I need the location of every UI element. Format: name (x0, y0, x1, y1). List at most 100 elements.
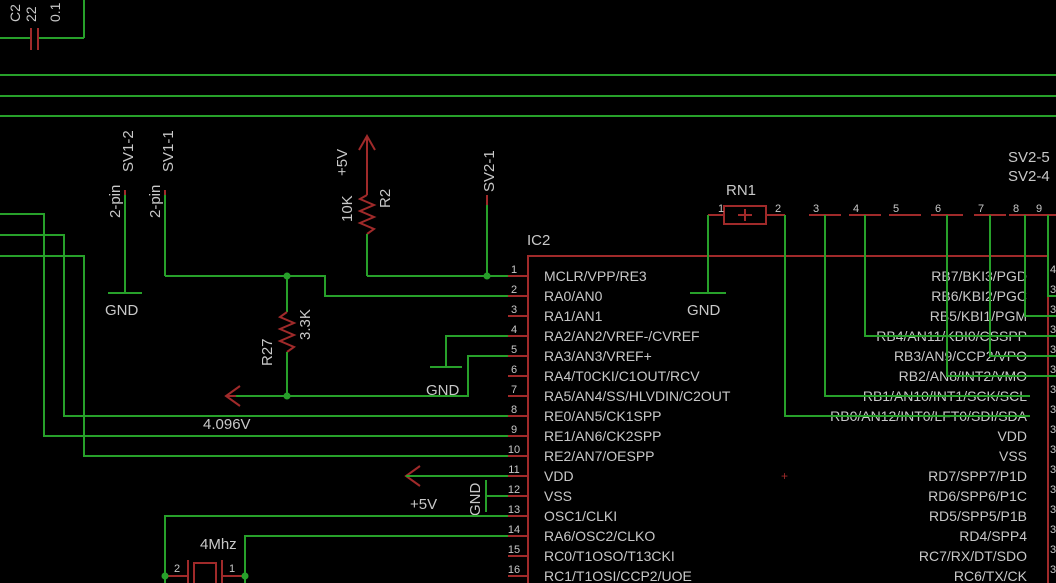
ic-left-pin-label: RC1/T1OSI/CCP2/UOE (544, 568, 692, 583)
ic-left-pin-number: 1 (511, 264, 517, 276)
rn1-to-portb-wires[interactable] (784, 215, 1056, 417)
rn1-pin[interactable]: 6 (931, 203, 963, 216)
wire-osc1[interactable] (164, 515, 508, 583)
resistor-r2[interactable]: +5V 10K R2 (334, 133, 394, 276)
rn1-pin[interactable]: 3 (809, 203, 841, 216)
rn1-pin[interactable]: 1 (708, 203, 724, 216)
wire-pin4-gnd[interactable] (445, 335, 508, 366)
ic-body[interactable] (527, 255, 1049, 583)
ic-left-pin-number: 4 (511, 324, 517, 336)
sv2-5-label: SV2-5 (1008, 149, 1050, 166)
vplus-label: +5V (410, 496, 437, 513)
crystal-value: 4Mhz (200, 536, 237, 553)
ic-right-pin-number: 3 (1050, 464, 1056, 476)
connector-sv1-2[interactable]: 2-pin SV1-2 (107, 130, 137, 292)
rn1-pin-number: 6 (935, 203, 941, 215)
gnd-label-pin4: GND (426, 382, 460, 399)
ic-left-pin-label: RA3/AN3/VREF+ (544, 348, 652, 364)
rn1-pin[interactable]: 7 (974, 203, 1006, 216)
left-wires[interactable] (0, 213, 508, 457)
sv1-1-label: SV1-1 (160, 130, 177, 172)
ic-left-pin-number: 7 (511, 384, 517, 396)
ic-left-pin-number: 8 (511, 404, 517, 416)
gnd-label-rn1: GND (687, 302, 721, 319)
rn1-pin-number: 9 (1036, 203, 1042, 215)
ic-right-pin-label: RD7/SPP7/P1D (928, 468, 1027, 484)
cap-value-b-label: 0.1 (47, 2, 63, 22)
sv1-2-pin-type: 2-pin (107, 185, 124, 218)
ic-left-pin-number: 13 (508, 504, 520, 516)
ic-right-pin-label: RD6/SPP6/P1C (928, 488, 1027, 504)
ic-right-pin-label: RB5/KBI1/PGM (930, 308, 1027, 324)
ic-right-pin-label: RC6/TX/CK (954, 568, 1028, 583)
crystal-4mhz[interactable]: 4Mhz 2 1 (161, 536, 249, 583)
resistor-r27[interactable]: R27 3.3K (259, 276, 314, 396)
r27-name: R27 (259, 338, 276, 366)
rn1-pin-number: 3 (813, 203, 819, 215)
ic-right-pin[interactable]: VSS 3 (999, 444, 1056, 464)
connector-sv2-1[interactable]: SV2-1 (481, 150, 498, 276)
ic-right-pin-label: RB6/KBI2/PGC (931, 288, 1027, 304)
ic-left-pin-label: OSC1/CLKI (544, 508, 617, 524)
ic-right-pin[interactable]: RB3/AN9/CCP2/VPO 3 (894, 344, 1056, 364)
ic-right-pin-number: 3 (1050, 424, 1056, 436)
capacitor-c2[interactable]: C2 22 0.1 (0, 2, 63, 50)
wire-ra0[interactable] (165, 275, 508, 297)
ic-right-pin-number: 3 (1050, 324, 1056, 336)
ic-right-pin-number: 3 (1050, 444, 1056, 456)
ic-left-pin[interactable]: 13 OSC1/CLKI (508, 504, 617, 524)
rn1-pin[interactable]: 5 (889, 203, 921, 216)
ic-left-pin-label: RA5/AN4/SS/HLVDIN/C2OUT (544, 388, 731, 404)
rn1-pin-number: 4 (853, 203, 859, 215)
ic-right-pin-number: 3 (1050, 524, 1056, 536)
ic-name: IC2 (527, 232, 550, 249)
resistor-network-rn1[interactable]: RN1 (723, 182, 767, 225)
ic-right-pin-number: 3 (1050, 564, 1056, 576)
ic-right-pin-number: 3 (1050, 404, 1056, 416)
wire-osc2[interactable] (244, 535, 508, 583)
ic-right-pin-label: VSS (999, 448, 1027, 464)
crystal-pin-2: 2 (174, 563, 180, 575)
gnd-label: GND (105, 302, 139, 319)
ic-right-pin-number: 3 (1050, 344, 1056, 356)
ic-right-pin[interactable]: RD7/SPP7/P1D 3 (928, 464, 1056, 484)
ic-right-pin-number: 3 (1050, 504, 1056, 516)
wire-vref[interactable] (236, 355, 508, 397)
ic-right-pin-label: RB3/AN9/CCP2/VPO (894, 348, 1027, 364)
rn1-pin[interactable]: 4 (849, 203, 881, 216)
rn1-pin[interactable]: 9 (1032, 203, 1056, 216)
connector-sv1-1[interactable]: 2-pin SV1-1 (147, 130, 177, 276)
ic-left-pin[interactable]: 7 RA5/AN4/SS/HLVDIN/C2OUT (508, 384, 731, 404)
cap-value-a-label: 22 (23, 6, 39, 22)
ic-right-pin[interactable]: RC6/TX/CK 3 (954, 564, 1056, 583)
rn1-pin[interactable]: 2 (766, 203, 785, 216)
junction (283, 272, 291, 280)
